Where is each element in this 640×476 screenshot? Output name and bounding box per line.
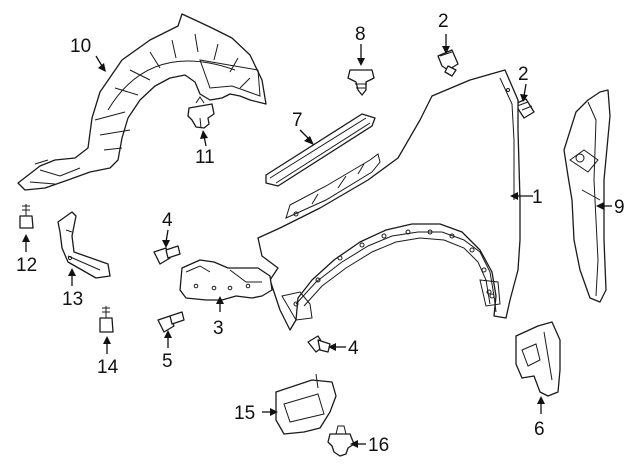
callout-15: 15	[234, 403, 255, 424]
callout-1: 1	[532, 187, 543, 208]
callout-9: 9	[614, 197, 625, 218]
bracket-13	[57, 211, 111, 279]
seal-strip	[265, 113, 376, 187]
callout-4-upper: 4	[162, 210, 173, 231]
callout-7: 7	[292, 110, 303, 131]
lower-shield	[275, 373, 337, 435]
callout-14: 14	[97, 357, 119, 378]
callout-3: 3	[213, 318, 224, 339]
fender-rear-shield	[563, 89, 611, 303]
callout-8: 8	[355, 24, 366, 45]
callout-2-right: 2	[518, 64, 529, 85]
fender	[257, 69, 521, 331]
callout-2-upper: 2	[438, 11, 449, 32]
callout-4-lower: 4	[348, 338, 359, 359]
screw-12	[19, 204, 34, 229]
bolt-5	[157, 311, 185, 333]
bolt-2-upper	[437, 49, 459, 77]
callout-13: 13	[62, 289, 83, 310]
callout-11: 11	[195, 147, 215, 168]
callout-12: 12	[16, 255, 37, 276]
push-clip-16	[327, 425, 355, 457]
leader-lines	[22, 34, 612, 448]
callout-labels: 1 2 2 3 4 4 5 6 7 8 9 10 11 12 13 14 15 …	[16, 11, 625, 456]
callout-10: 10	[70, 36, 91, 57]
screw-14	[99, 306, 114, 333]
push-clip-11	[187, 96, 215, 129]
callout-5: 5	[162, 351, 173, 372]
callout-6: 6	[534, 419, 545, 440]
callout-16: 16	[368, 435, 389, 456]
bolt-2-right	[514, 98, 535, 119]
bolt-4-lower	[307, 335, 331, 353]
splash-shield	[515, 321, 561, 397]
fender-liner	[17, 13, 267, 191]
bolt-4-upper	[153, 245, 181, 265]
bracket-3	[179, 259, 273, 301]
clip-8	[347, 69, 375, 96]
